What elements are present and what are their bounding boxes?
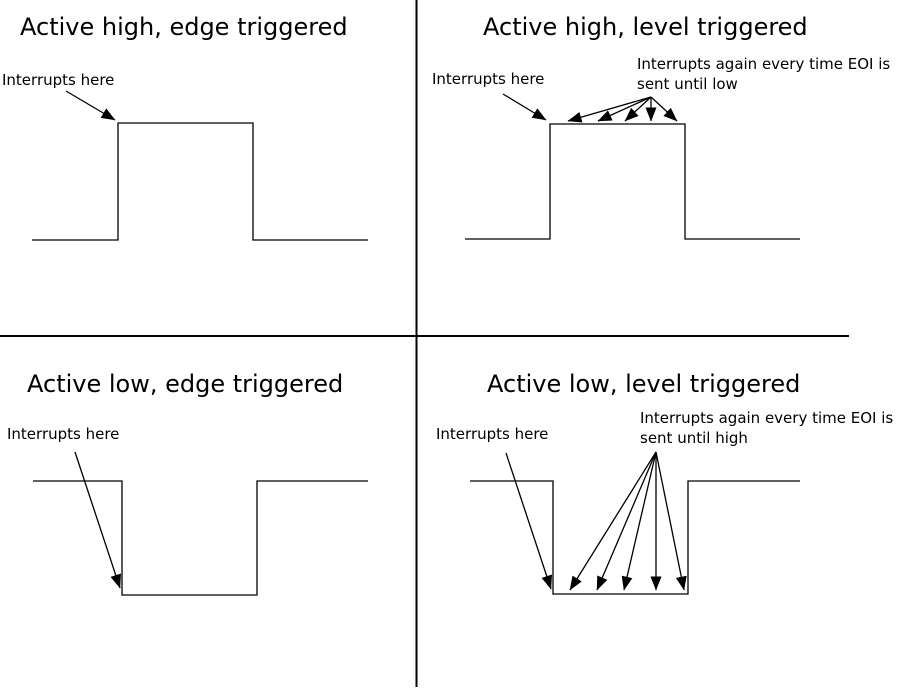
quadrant-dividers: [0, 0, 849, 687]
eoi-repeat-label: Interrupts again every time EOI is sent …: [637, 54, 890, 94]
interrupts-here-label: Interrupts here: [436, 425, 549, 443]
repeat-arrow-3: [621, 451, 657, 591]
repeat-arrow-2: [596, 451, 657, 591]
interrupt-arrow: [65, 90, 116, 121]
eoi-repeat-label-line2: sent until low: [637, 75, 738, 93]
quadrant-active-high-level-graphics: [465, 93, 800, 240]
eoi-repeat-label-line1: Interrupts again every time EOI is: [637, 55, 891, 73]
quadrant-title-active-low-level: Active low, level triggered: [487, 370, 801, 398]
waveform-active-low-level: [470, 480, 800, 595]
waveform-active-low-edge: [33, 480, 368, 596]
interrupt-arrow: [505, 452, 552, 590]
waveform-active-high-level: [465, 123, 800, 240]
quadrant-active-low-level-graphics: [470, 451, 800, 595]
repeat-arrow-1: [567, 96, 652, 123]
eoi-repeat-arrow-fan: [567, 96, 678, 123]
interrupt-arrow: [502, 93, 547, 121]
quadrant-active-high-edge-graphics: [32, 90, 368, 241]
repeat-arrow-1: [569, 451, 657, 591]
interrupts-here-label: Interrupts here: [7, 425, 120, 443]
quadrant-title-active-high-level: Active high, level triggered: [483, 13, 808, 41]
eoi-repeat-label-line1: Interrupts again every time EOI is: [640, 409, 894, 427]
interrupts-here-label: Interrupts here: [2, 71, 115, 89]
interrupt-arrow: [74, 451, 121, 589]
quadrant-title-active-high-edge: Active high, edge triggered: [20, 13, 348, 41]
repeat-arrow-2: [597, 96, 652, 122]
repeat-arrow-5: [655, 451, 687, 591]
eoi-repeat-label: Interrupts again every time EOI is sent …: [640, 408, 893, 448]
waveform-active-high-edge: [32, 122, 368, 241]
interrupts-here-label: Interrupts here: [432, 70, 545, 88]
quadrant-active-low-edge-graphics: [33, 451, 368, 596]
eoi-repeat-arrow-fan: [569, 451, 687, 591]
quadrant-title-active-low-edge: Active low, edge triggered: [27, 370, 344, 398]
repeat-arrow-5: [650, 96, 678, 122]
repeat-arrow-3: [624, 96, 652, 122]
eoi-repeat-label-line2: sent until high: [640, 429, 748, 447]
